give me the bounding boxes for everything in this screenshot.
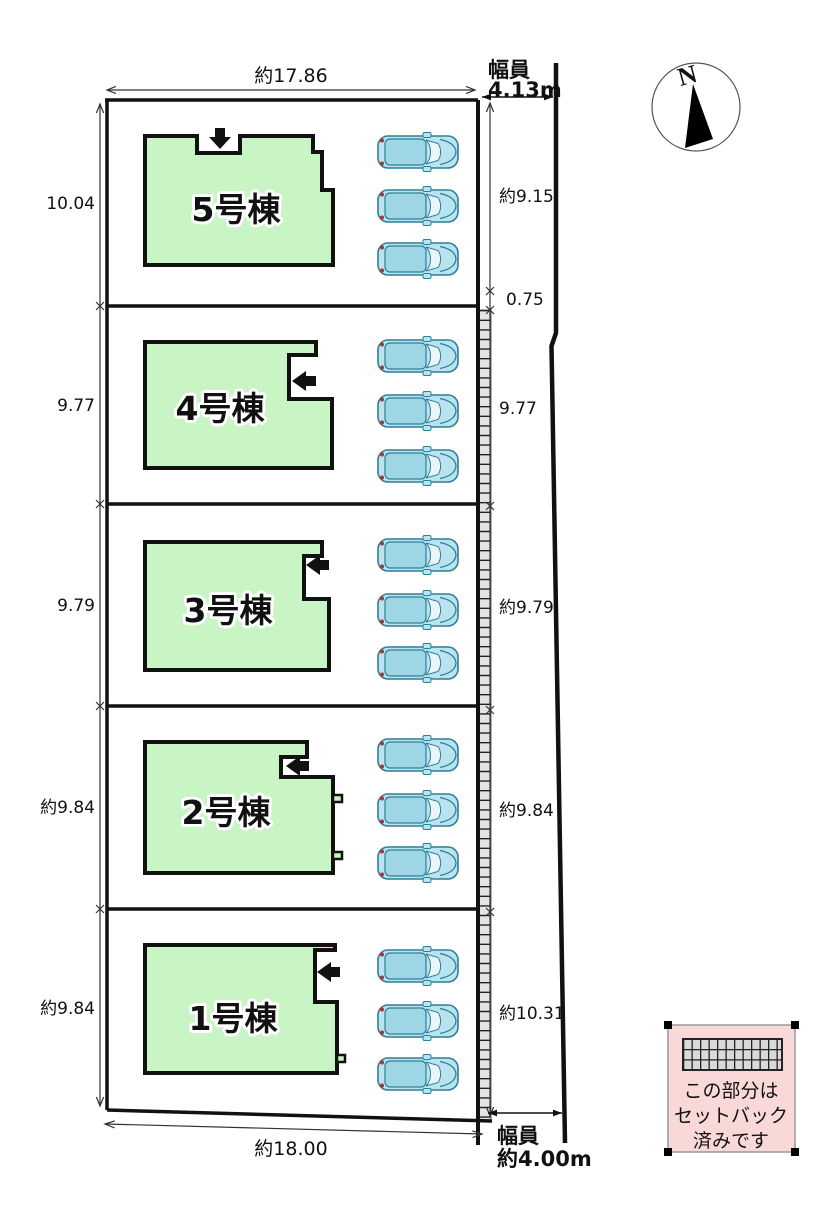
building-2-tab xyxy=(331,850,344,861)
building-2 xyxy=(143,740,335,875)
dim-bottom-line xyxy=(104,1123,483,1135)
building-2-tab xyxy=(331,793,344,804)
dim-bottom-label: 約18.00 xyxy=(254,1138,327,1160)
dim-right-label: 約9.84 xyxy=(499,801,554,821)
car-icon xyxy=(377,589,459,631)
building-3 xyxy=(143,540,331,672)
road-width-top-label: 幅員 xyxy=(488,58,530,82)
dim-right-label: 9.77 xyxy=(499,399,537,419)
car-icon xyxy=(377,534,459,576)
dim-arrow xyxy=(465,85,477,95)
car-icon xyxy=(377,238,459,280)
entrance-arrow-icon xyxy=(292,371,316,391)
lot-2: 2号棟 xyxy=(143,734,459,884)
lot-1: 1号棟 xyxy=(143,943,459,1095)
legend-grid-swatch xyxy=(682,1038,783,1071)
lot-5: 5号棟 xyxy=(143,128,459,280)
plot-bottom-edge xyxy=(106,1108,493,1123)
dim-arrow xyxy=(95,102,105,114)
road-width-arrows xyxy=(482,93,562,1117)
legend-corner-handle xyxy=(791,1148,799,1156)
dim-arrow xyxy=(472,1130,484,1139)
car-icon xyxy=(377,1053,459,1095)
building-1-tab xyxy=(335,1053,347,1064)
building-3-label: 3号棟 xyxy=(184,591,274,630)
car-icon xyxy=(377,185,459,227)
car-icon xyxy=(377,1000,459,1042)
building-5-label: 5号棟 xyxy=(192,190,282,229)
legend-line-2: セットバック xyxy=(674,1105,788,1127)
road-width-bottom-label: 幅員 xyxy=(497,1124,539,1148)
road-edge-line xyxy=(549,63,568,1144)
legend-corner-handle xyxy=(664,1021,672,1029)
dim-arrow xyxy=(95,1096,105,1108)
legend-corner-handle xyxy=(791,1021,799,1029)
car-icon xyxy=(377,945,459,987)
building-5 xyxy=(143,134,335,267)
legend-line-1: この部分は xyxy=(683,1080,778,1102)
dim-right-label: 約10.31 xyxy=(499,1004,565,1024)
dim-tick-cross xyxy=(95,301,105,914)
building-1-label: 1号棟 xyxy=(189,999,279,1038)
compass-circle xyxy=(651,62,741,152)
building-4-label: 4号棟 xyxy=(176,389,266,428)
car-icon xyxy=(377,642,459,684)
entrance-arrow-icon xyxy=(286,756,309,776)
legend-box: この部分は セットバック 済みです xyxy=(664,1021,799,1156)
car-icon xyxy=(377,445,459,487)
car-icon xyxy=(377,335,459,377)
dimension-lines xyxy=(95,85,495,1139)
car-icon xyxy=(377,842,459,884)
dim-left-label: 約9.84 xyxy=(40,999,95,1019)
road-width-bottom-value: 約4.00m xyxy=(497,1147,592,1171)
lot-3: 3号棟 xyxy=(143,534,459,684)
building-2-label: 2号棟 xyxy=(182,793,272,832)
dim-arrow xyxy=(485,101,495,113)
dim-arrow xyxy=(103,1120,115,1129)
entrance-arrow-icon xyxy=(317,962,340,982)
dim-left-label: 10.04 xyxy=(46,194,95,214)
car-icon xyxy=(377,390,459,432)
north-compass: N xyxy=(651,59,741,152)
dim-tick-cross xyxy=(485,286,495,917)
building-4 xyxy=(143,340,334,470)
dim-arrow xyxy=(485,1106,495,1118)
legend-corner-handle xyxy=(664,1148,672,1156)
dim-top-label: 約17.86 xyxy=(254,65,327,87)
legend-line-3: 済みです xyxy=(693,1130,769,1152)
setback-hatch-strip xyxy=(478,309,492,1121)
lot-4: 4号棟 xyxy=(143,335,459,487)
dim-right-label: 約9.79 xyxy=(499,598,554,618)
dim-left-label: 約9.84 xyxy=(40,798,95,818)
car-icon xyxy=(377,734,459,776)
compass-needle-icon xyxy=(685,84,713,148)
building-1 xyxy=(143,943,339,1075)
entrance-arrow-icon xyxy=(209,128,231,149)
dim-left-label: 9.79 xyxy=(57,596,95,616)
road-width-top-value: 4.13m xyxy=(488,78,562,102)
dim-right-label: 0.75 xyxy=(506,290,544,310)
dim-arrow xyxy=(105,85,117,95)
entrance-arrow-icon xyxy=(306,555,329,575)
dim-right-label: 約9.15 xyxy=(499,187,554,207)
dim-left-label: 9.77 xyxy=(57,396,95,416)
plot-boundary xyxy=(105,98,493,1145)
car-icon xyxy=(377,131,459,173)
car-icon xyxy=(377,789,459,831)
